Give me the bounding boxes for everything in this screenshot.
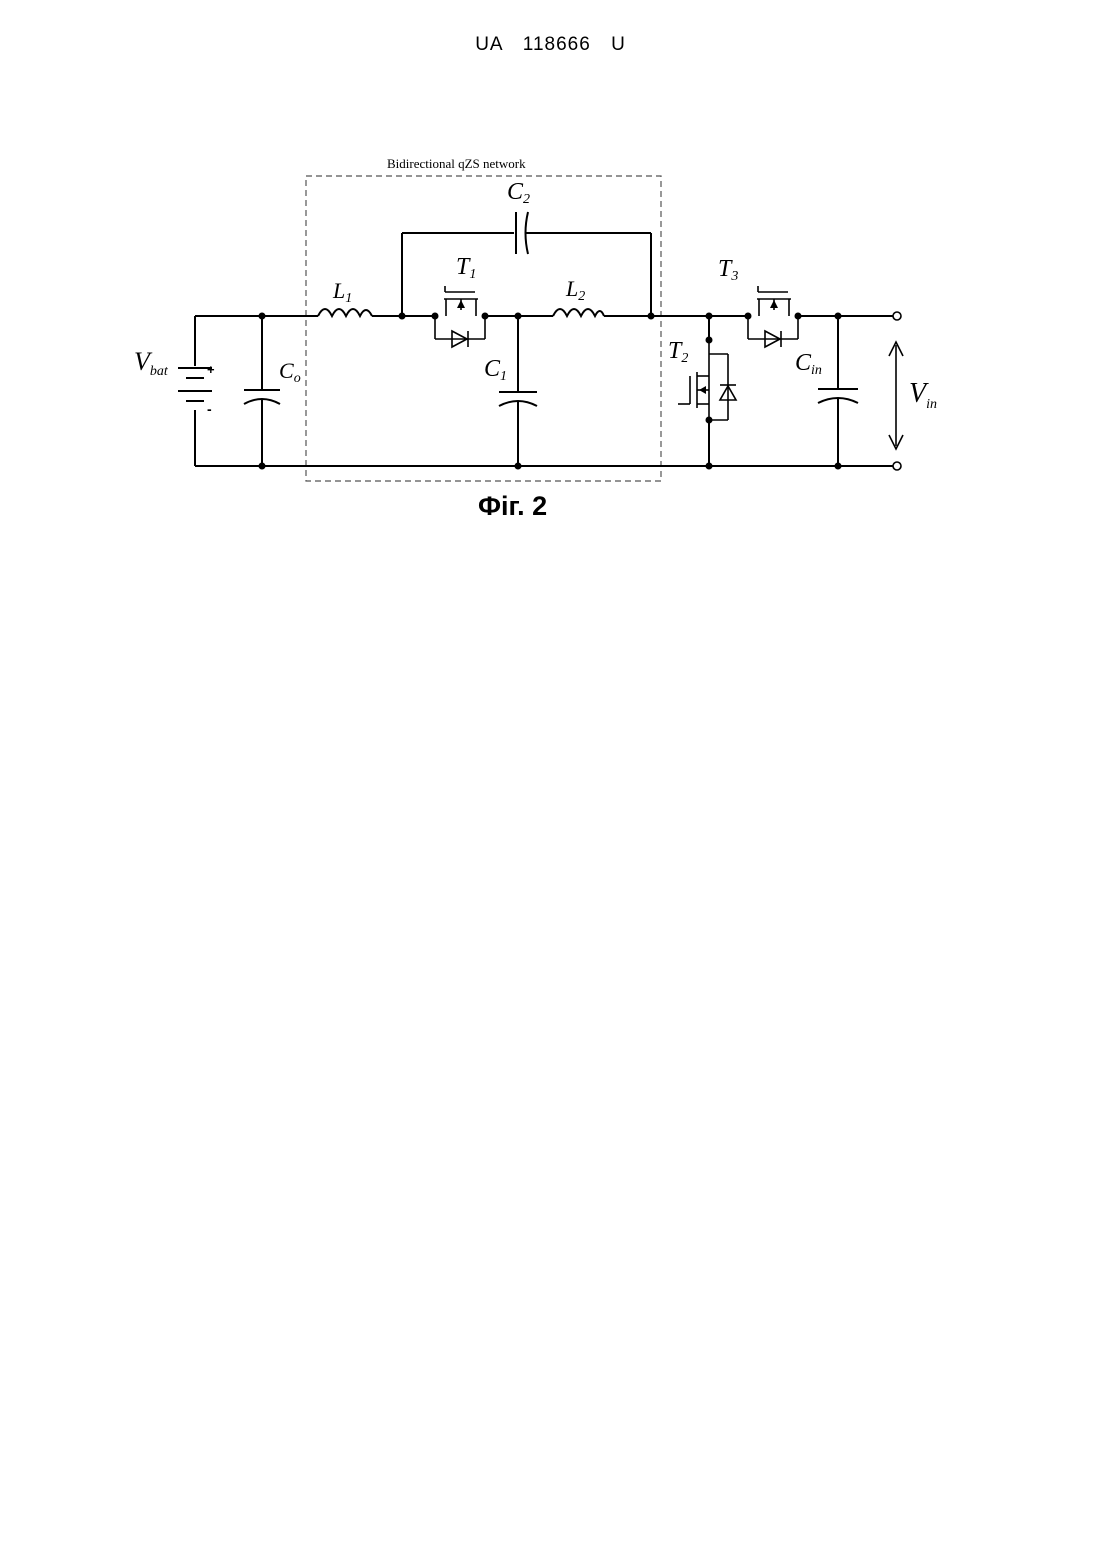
label-vbat: Vbat xyxy=(134,347,169,379)
battery-vbat: + - xyxy=(178,316,215,466)
figure-caption: Фіг. 2 xyxy=(478,491,547,521)
inductor-l2 xyxy=(553,309,604,316)
label-t1: T1 xyxy=(456,254,476,282)
label-l1: L1 xyxy=(332,278,352,306)
network-label: Bidirectional qZS network xyxy=(387,156,526,171)
label-l2: L2 xyxy=(565,276,585,304)
capacitor-co xyxy=(244,316,280,466)
circuit-diagram: Bidirectional qZS network + - Vbat Co L1 xyxy=(0,0,1101,560)
label-c1: C1 xyxy=(484,356,507,384)
output-terminal-positive xyxy=(893,312,901,320)
label-t3: T3 xyxy=(718,256,738,284)
label-cin: Cin xyxy=(795,350,822,378)
label-vin: Vin xyxy=(909,378,937,412)
vin-arrow xyxy=(889,342,903,449)
transistor-t1 xyxy=(435,286,485,347)
junction-dots xyxy=(259,313,842,470)
capacitor-cin xyxy=(818,316,858,466)
label-co: Co xyxy=(279,358,301,386)
label-c2: C2 xyxy=(507,179,530,207)
transistor-t3 xyxy=(748,286,798,347)
battery-minus: - xyxy=(207,401,212,417)
battery-plus: + xyxy=(207,362,215,377)
capacitor-c1 xyxy=(499,316,537,466)
capacitor-c2 xyxy=(402,212,651,316)
label-t2: T2 xyxy=(668,338,688,366)
inductor-l1 xyxy=(318,309,372,316)
network-boundary xyxy=(306,176,661,481)
output-terminal-negative xyxy=(893,462,901,470)
